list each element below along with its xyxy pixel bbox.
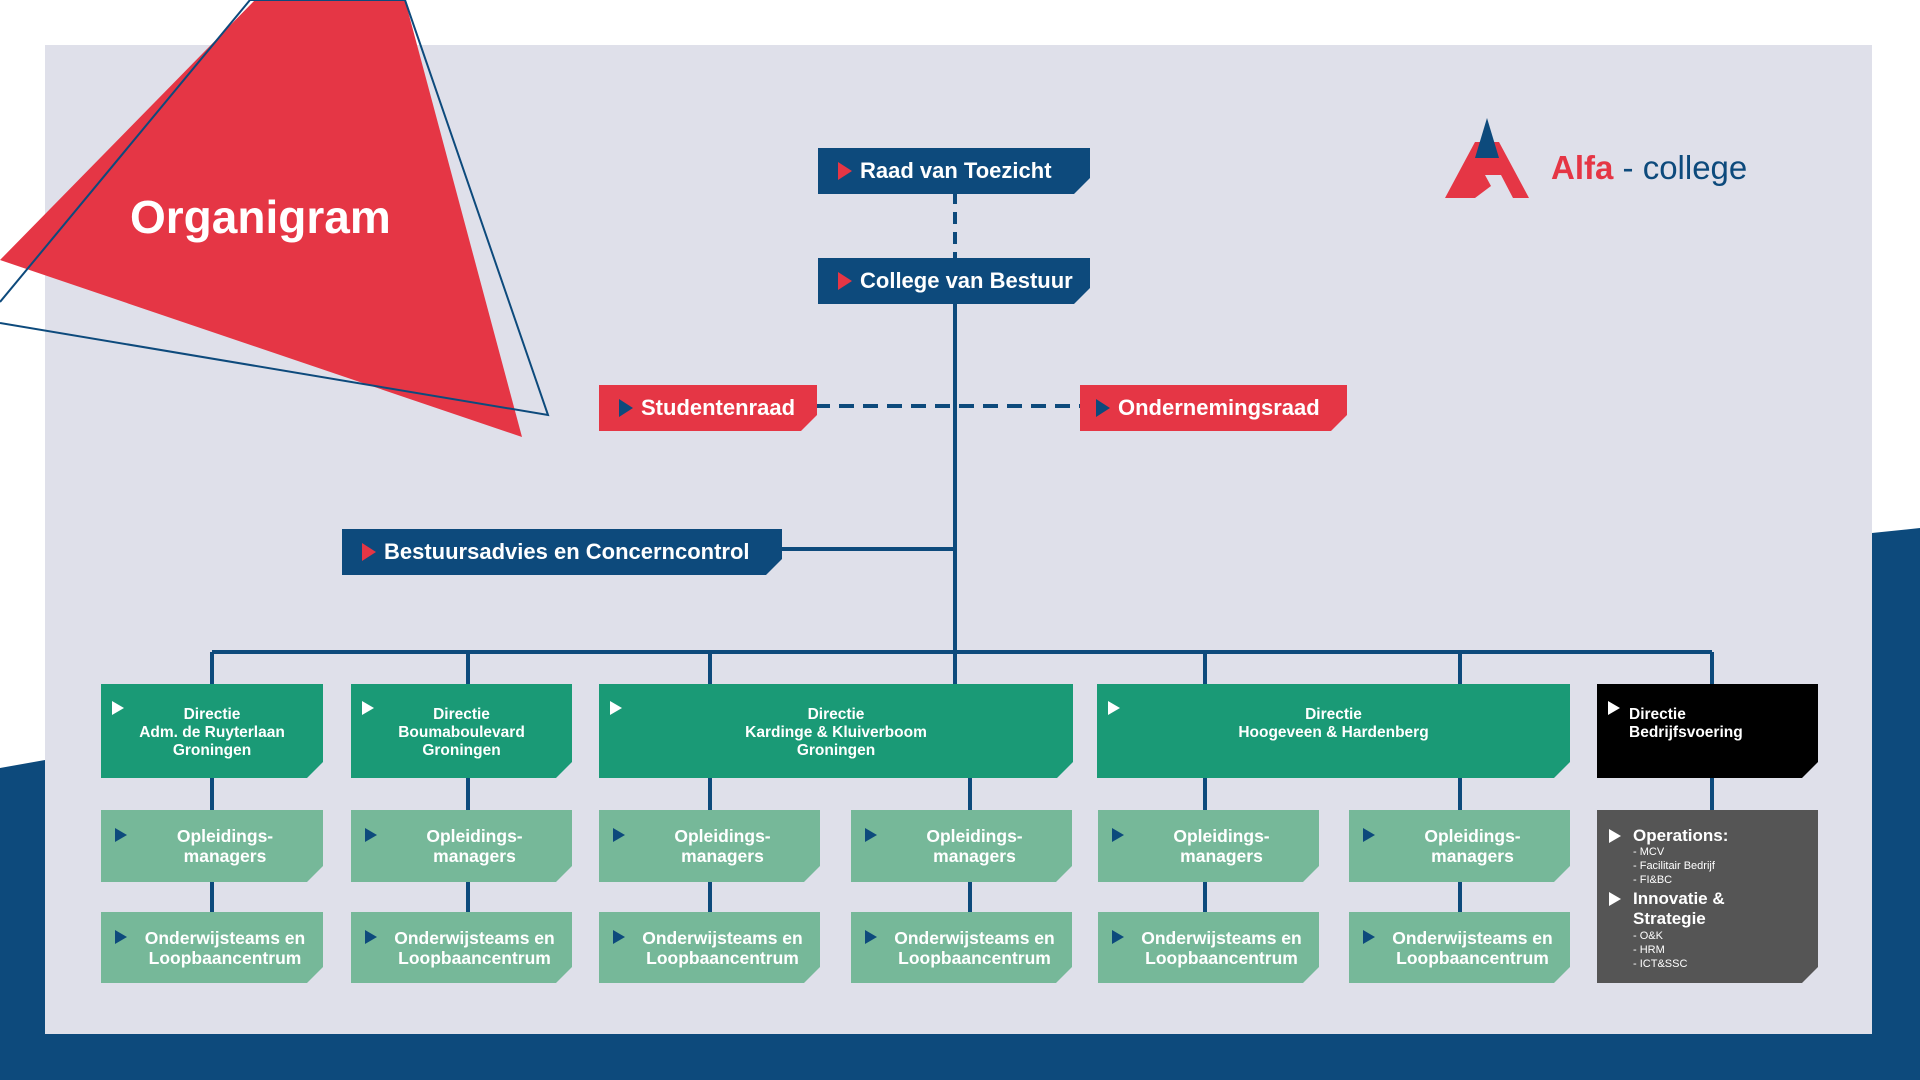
- play-triangle-icon: [1108, 701, 1120, 715]
- play-triangle-icon: [1112, 828, 1124, 842]
- bedrijfsvoering-units-box: Operations: - MCV - Facilitair Bedrijf -…: [1597, 810, 1818, 983]
- studentenraad-label: Studentenraad: [641, 395, 796, 420]
- logo-suffix: college: [1642, 149, 1748, 186]
- play-triangle-icon: [112, 701, 124, 715]
- logo-brand: Alfa: [1551, 149, 1614, 186]
- play-triangle-icon: [1363, 930, 1375, 944]
- opleidingsmanagers-box: Opleidings-managers: [1098, 810, 1319, 882]
- logo-separator: -: [1622, 149, 1634, 186]
- opleidingsmanagers-box: Opleidings-managers: [599, 810, 820, 882]
- bestuursadvies-box: Bestuursadvies en Concerncontrol: [342, 529, 782, 575]
- play-triangle-icon: [613, 930, 625, 944]
- studentenraad-box: Studentenraad: [599, 385, 817, 431]
- alfa-logo-icon: [1445, 118, 1529, 198]
- opleidingsmanagers-box: Opleidings-managers: [851, 810, 1072, 882]
- raad-van-toezicht-label: Raad van Toezicht: [860, 158, 1052, 183]
- college-van-bestuur-box: College van Bestuur: [818, 258, 1090, 304]
- opleidingsmanagers-box: Opleidings-managers: [1349, 810, 1570, 882]
- play-triangle-icon: [619, 399, 633, 417]
- opleidingsmanagers-box: Opleidings-managers: [351, 810, 572, 882]
- innovatie-label: Innovatie & Strategie: [1633, 889, 1725, 928]
- opleidingsmanagers-box: Opleidings-managers: [101, 810, 323, 882]
- raad-van-toezicht-box: Raad van Toezicht: [818, 148, 1090, 194]
- red-triangle-shape: [0, 0, 522, 437]
- play-triangle-icon: [1608, 701, 1620, 715]
- logo-wordmark: Alfa - college: [1551, 150, 1747, 186]
- ondernemingsraad-label: Ondernemingsraad: [1118, 395, 1320, 420]
- play-triangle-icon: [1363, 828, 1375, 842]
- play-triangle-icon: [838, 272, 852, 290]
- play-triangle-icon: [1609, 829, 1621, 843]
- play-triangle-icon: [838, 162, 852, 180]
- play-triangle-icon: [613, 828, 625, 842]
- play-triangle-icon: [1112, 930, 1124, 944]
- operations-items: - MCV - Facilitair Bedrijf - FI&BC: [1633, 846, 1715, 886]
- play-triangle-icon: [865, 930, 877, 944]
- triangle-outline: [0, 0, 550, 417]
- play-triangle-icon: [365, 828, 377, 842]
- bestuursadvies-label: Bestuursadvies en Concerncontrol: [384, 539, 750, 564]
- ondernemingsraad-box: Ondernemingsraad: [1080, 385, 1347, 431]
- operations-label: Operations:: [1633, 826, 1729, 845]
- play-triangle-icon: [365, 930, 377, 944]
- play-triangle-icon: [362, 543, 376, 561]
- college-van-bestuur-label: College van Bestuur: [860, 268, 1073, 293]
- play-triangle-icon: [1096, 399, 1110, 417]
- play-triangle-icon: [865, 828, 877, 842]
- play-triangle-icon: [1609, 892, 1621, 906]
- innovatie-items: - O&K - HRM - ICT&SSC: [1633, 930, 1688, 970]
- play-triangle-icon: [362, 701, 374, 715]
- play-triangle-icon: [115, 828, 127, 842]
- play-triangle-icon: [610, 701, 622, 715]
- page-title: Organigram: [130, 191, 391, 243]
- play-triangle-icon: [115, 930, 127, 944]
